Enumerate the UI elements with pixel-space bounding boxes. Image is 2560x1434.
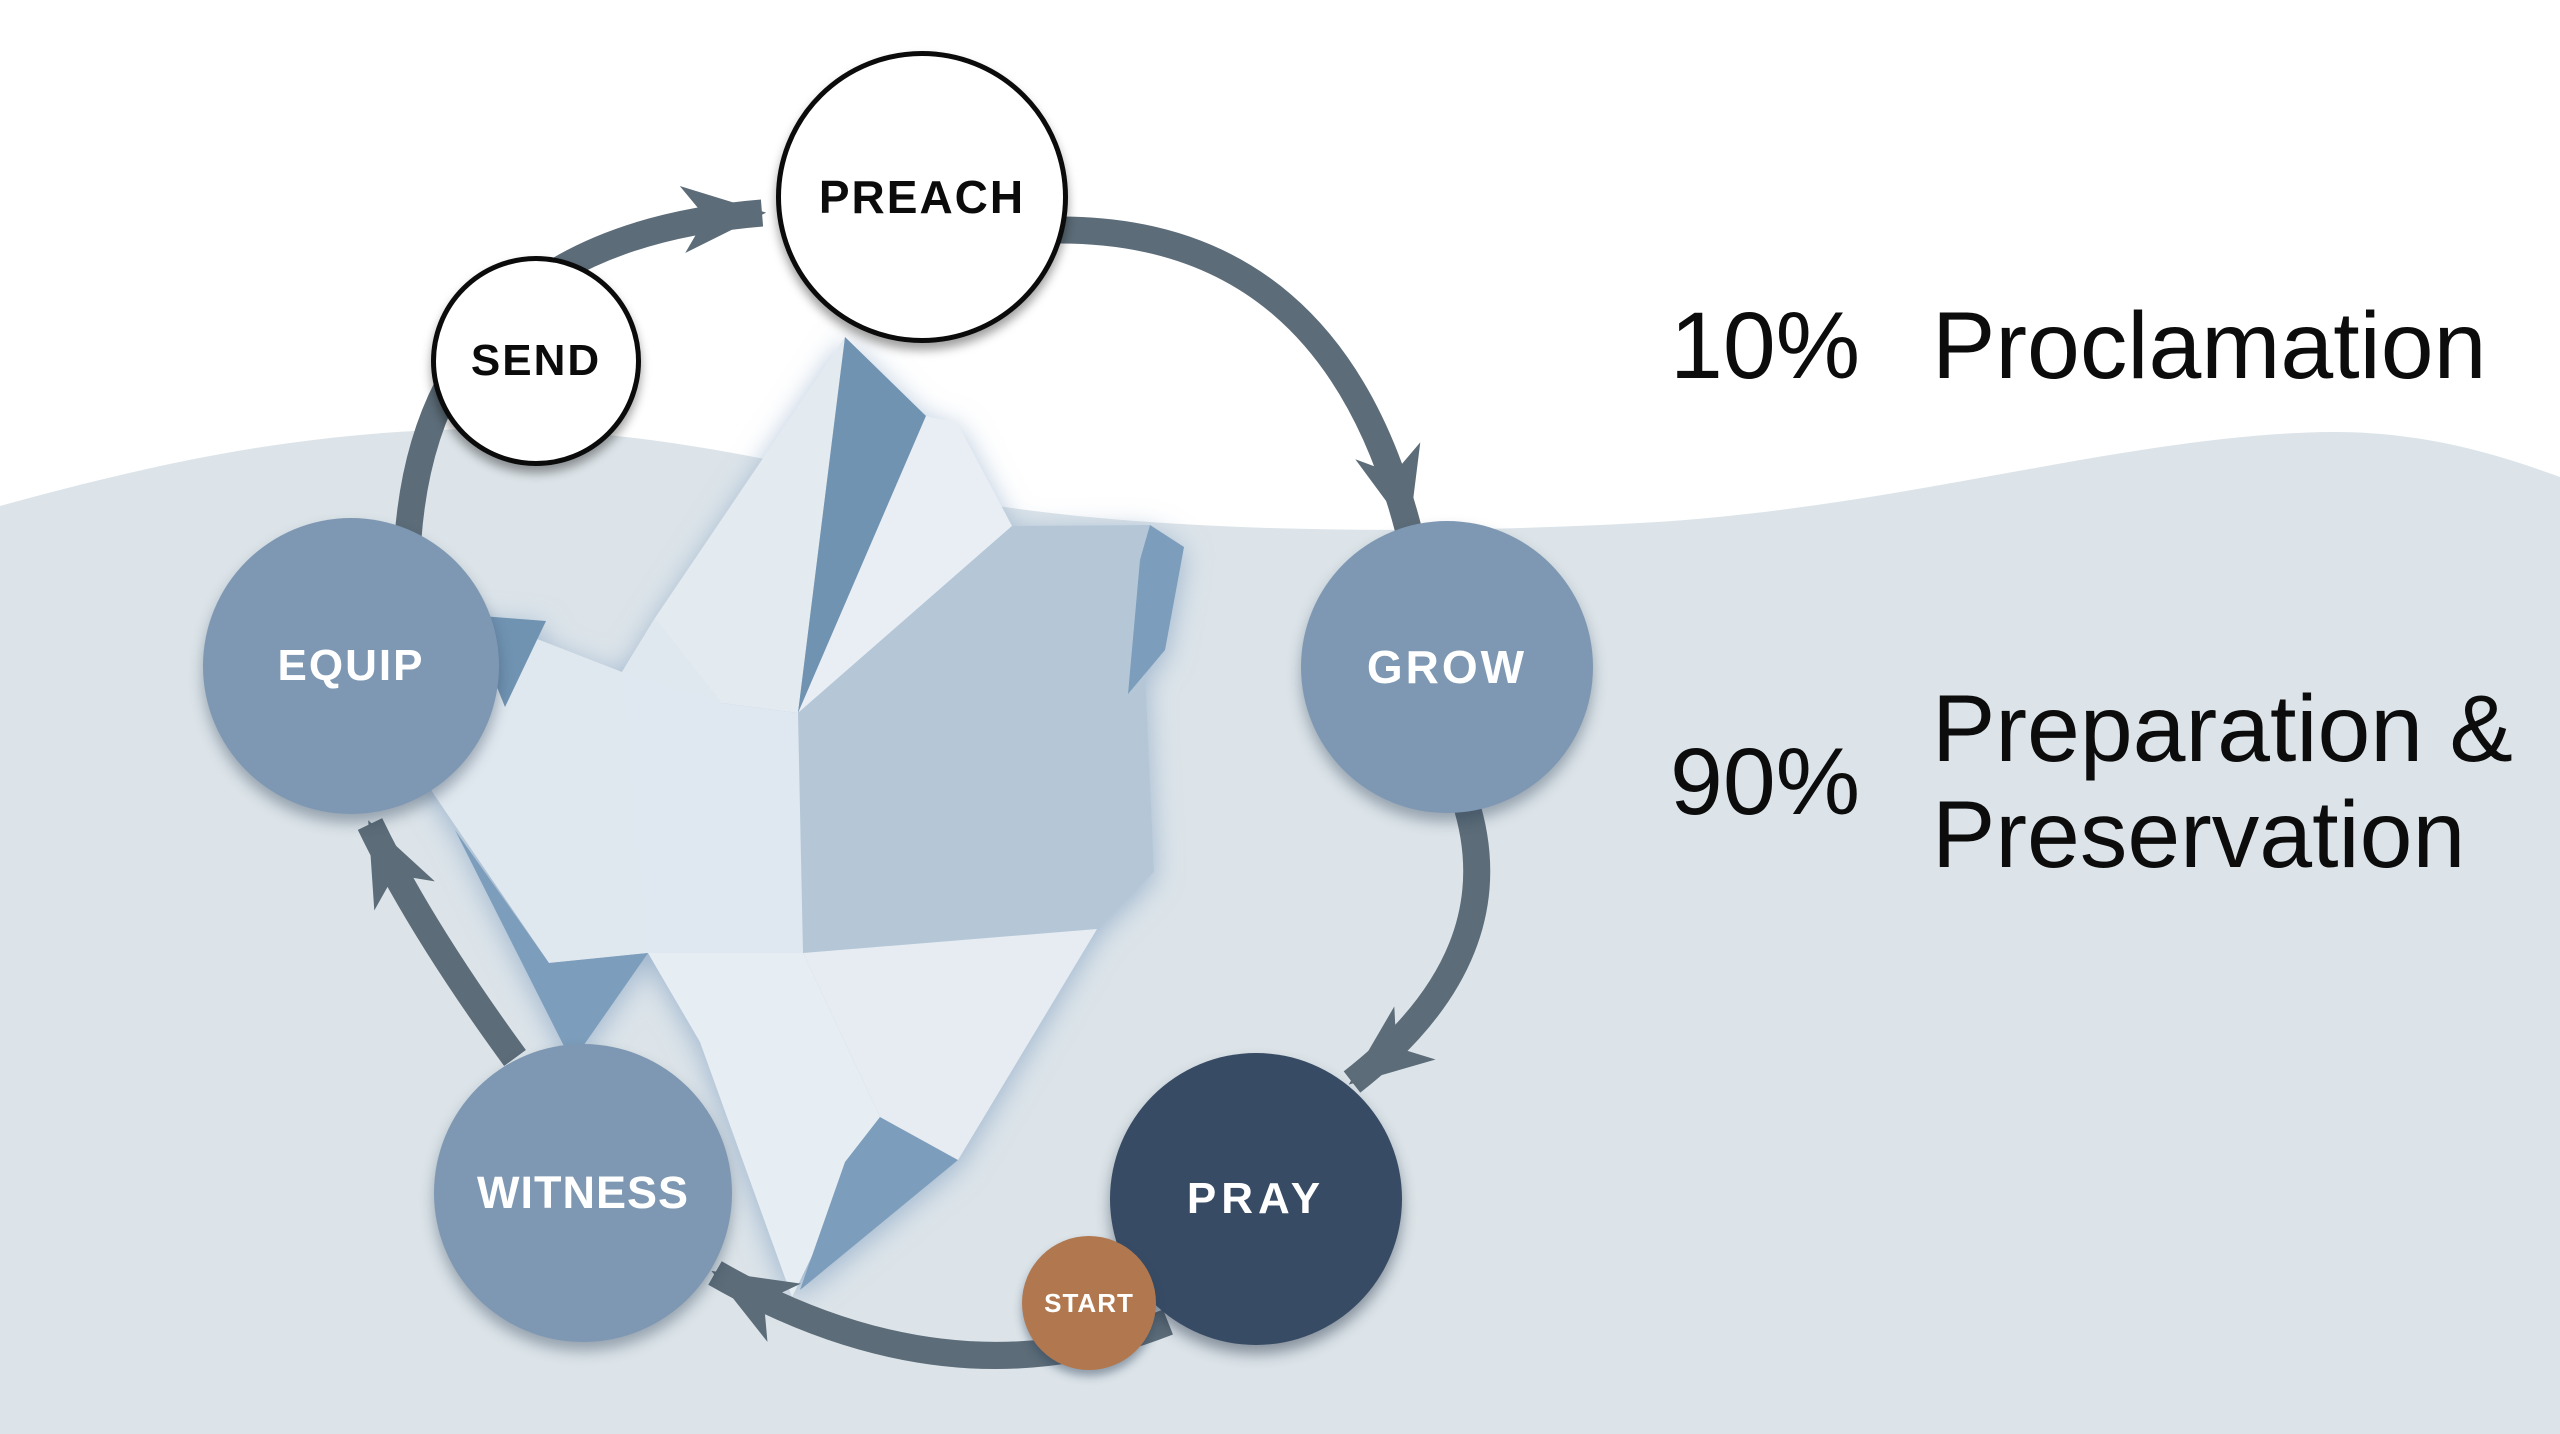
- node-label-preach: PREACH: [818, 171, 1026, 223]
- cycle-arrows: [357, 186, 1491, 1369]
- legend-preparation: 90% Preparation & Preservation: [1670, 676, 2513, 889]
- cycle-node-start: START: [1022, 1236, 1156, 1370]
- cycle-node-pray: PRAY: [1110, 1053, 1402, 1345]
- arrow-witness-to-equip: [357, 818, 526, 1066]
- arrow-preach-to-grow: [1059, 216, 1422, 533]
- cycle-node-grow: GROW: [1301, 521, 1593, 813]
- legend-preparation-percent: 90%: [1670, 729, 1861, 836]
- legend-preparation-line1: Preparation &: [1932, 676, 2513, 782]
- legend-preparation-label: Preparation & Preservation: [1932, 676, 2513, 889]
- cycle-node-preach: PREACH: [776, 51, 1068, 343]
- node-label-pray: PRAY: [1186, 1174, 1326, 1223]
- node-label-equip: EQUIP: [277, 641, 425, 690]
- legend-proclamation: 10% Proclamation: [1670, 293, 2486, 399]
- node-label-witness: WITNESS: [476, 1167, 689, 1218]
- node-label-start: START: [1044, 1287, 1134, 1318]
- node-label-grow: GROW: [1366, 641, 1528, 693]
- node-label-send: SEND: [470, 336, 602, 385]
- legend-proclamation-label: Proclamation: [1932, 293, 2487, 399]
- legend-preparation-line2: Preservation: [1932, 782, 2466, 889]
- legend-proclamation-percent: 10%: [1670, 293, 1861, 399]
- cycle-node-send: SEND: [431, 256, 641, 466]
- cycle-node-witness: WITNESS: [434, 1044, 732, 1342]
- iceberg-illustration: [396, 337, 1184, 1297]
- arrow-grow-to-pray: [1343, 795, 1491, 1093]
- cycle-node-equip: EQUIP: [203, 518, 499, 814]
